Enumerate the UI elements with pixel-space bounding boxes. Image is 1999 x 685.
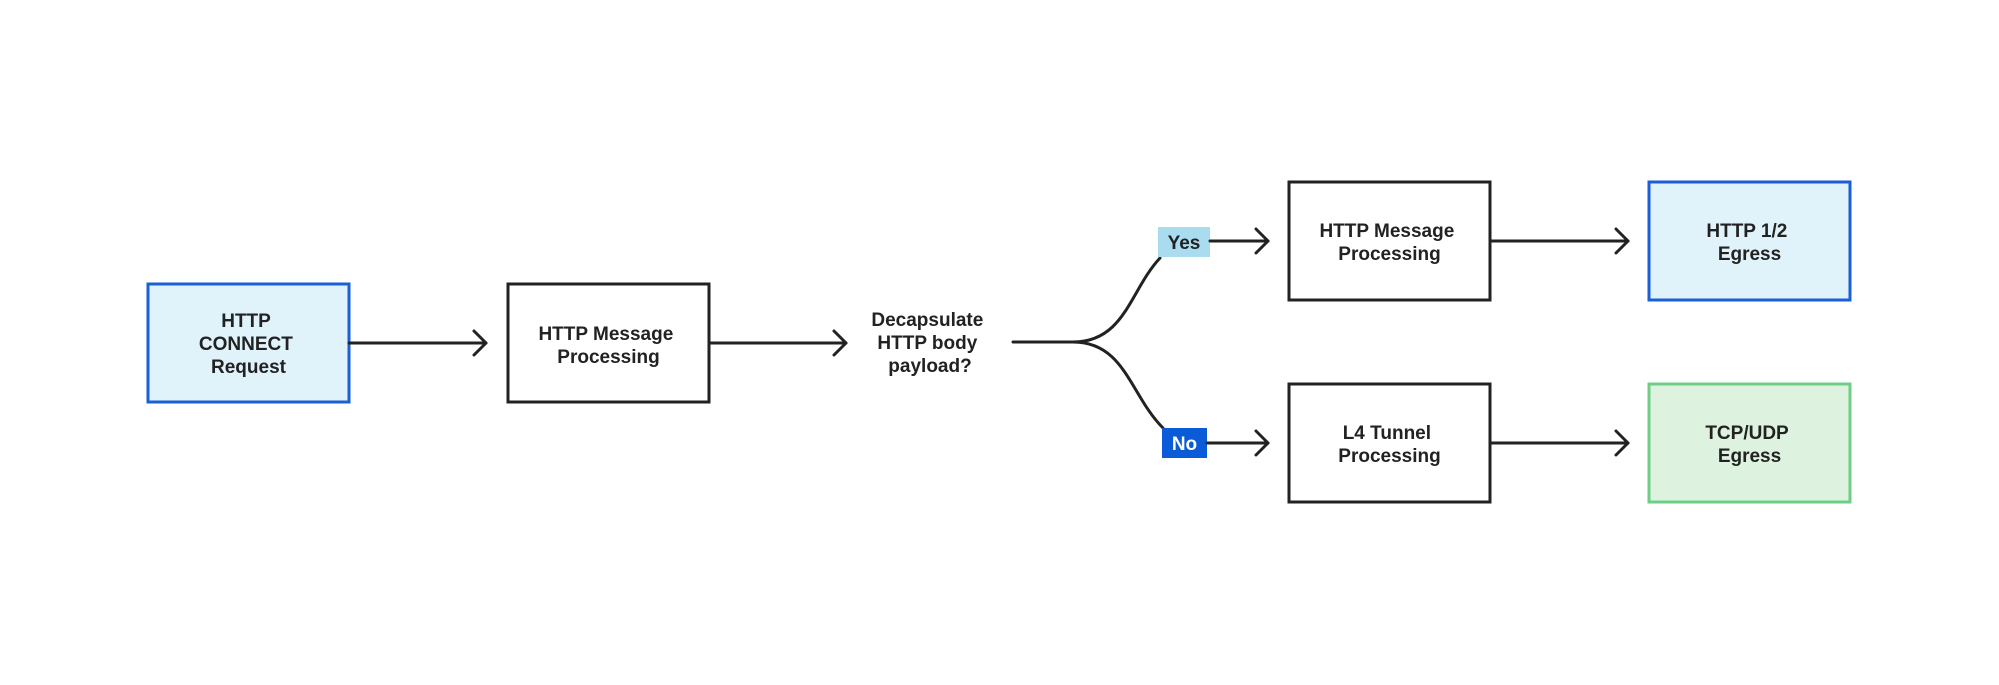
arrowhead-icon — [1254, 227, 1270, 255]
yes-badge — [1158, 227, 1210, 257]
node-decision: Decapsulate HTTP body payload? — [871, 310, 988, 377]
svg-text:HTTP 1/2 Egress: HTTP 1/2 Egress — [1706, 221, 1792, 265]
node-decision-line-2: HTTP body — [877, 333, 977, 354]
node-http-connect-request-line-3: Request — [211, 357, 287, 378]
arrowhead-icon — [1614, 227, 1630, 255]
edge-processing-to-http-egress — [1488, 227, 1630, 255]
node-l4-tunnel-processing-line-1: L4 Tunnel — [1343, 423, 1431, 444]
edge-tunnel-to-tcp-udp-egress — [1488, 429, 1630, 457]
node-http-connect-request-box — [146, 282, 351, 404]
svg-text:HTTP Message Processing: HTTP Message Processing — [538, 324, 678, 368]
node-tcp-udp-egress-box — [1647, 382, 1852, 504]
arrowhead-icon — [1254, 429, 1270, 457]
svg-text:Decapsulate HTTP body: Decapsulate HTTP body payload? — [871, 310, 988, 377]
arrowhead-icon — [832, 329, 848, 357]
node-l4-tunnel-processing: L4 Tunnel Processing — [1287, 382, 1492, 504]
node-http-connect-request-line-2: CONNECT — [199, 334, 293, 355]
node-http-message-processing-1: HTTP Message Processing — [506, 282, 711, 404]
edge-no-curve — [1071, 340, 1165, 430]
edge-yes-curve — [1071, 256, 1162, 344]
node-decision-line-1: Decapsulate — [871, 310, 983, 331]
node-http-message-processing-1-line-1: HTTP Message — [538, 324, 673, 345]
node-http-message-processing-2-line-1: HTTP Message — [1319, 221, 1454, 242]
svg-text:TCP/UDP Egress: TCP/UDP Egress — [1705, 423, 1793, 467]
node-http-message-processing-2-box — [1287, 180, 1492, 302]
node-l4-tunnel-processing-box — [1287, 382, 1492, 504]
branch-yes: Yes — [1158, 227, 1270, 257]
branch-no: No — [1162, 428, 1270, 458]
node-http-egress: HTTP 1/2 Egress — [1647, 180, 1852, 302]
node-http-connect-request: HTTP CONNECT Request — [146, 282, 351, 404]
yes-label: Yes — [1168, 233, 1201, 254]
arrowhead-icon — [472, 329, 488, 357]
svg-text:HTTP CONNECT Reque: HTTP CONNECT Request — [199, 311, 298, 378]
node-tcp-udp-egress: TCP/UDP Egress — [1647, 382, 1852, 504]
edge-connect-to-processing — [347, 329, 488, 357]
node-http-connect-request-line-1: HTTP — [221, 311, 271, 332]
node-l4-tunnel-processing-line-2: Processing — [1338, 446, 1440, 467]
arrowhead-icon — [1614, 429, 1630, 457]
edge-processing-to-decision — [707, 329, 848, 357]
node-decision-line-3: payload? — [888, 356, 971, 377]
no-badge — [1162, 428, 1207, 458]
node-http-egress-line-1: HTTP 1/2 — [1706, 221, 1787, 242]
no-label: No — [1172, 434, 1197, 455]
node-http-egress-line-2: Egress — [1718, 244, 1781, 265]
svg-text:L4 Tunnel Processing: L4 Tunnel Processing — [1338, 423, 1440, 467]
node-tcp-udp-egress-line-2: Egress — [1718, 446, 1781, 467]
node-http-egress-box — [1647, 180, 1852, 302]
node-http-message-processing-1-line-2: Processing — [557, 347, 659, 368]
node-http-message-processing-1-box — [506, 282, 711, 404]
node-http-message-processing-2-line-2: Processing — [1338, 244, 1440, 265]
node-http-message-processing-2: HTTP Message Processing — [1287, 180, 1492, 302]
edge-decision-branch — [1011, 256, 1165, 430]
svg-text:HTTP Message Processing: HTTP Message Processing — [1319, 221, 1459, 265]
node-tcp-udp-egress-line-1: TCP/UDP — [1705, 423, 1789, 444]
